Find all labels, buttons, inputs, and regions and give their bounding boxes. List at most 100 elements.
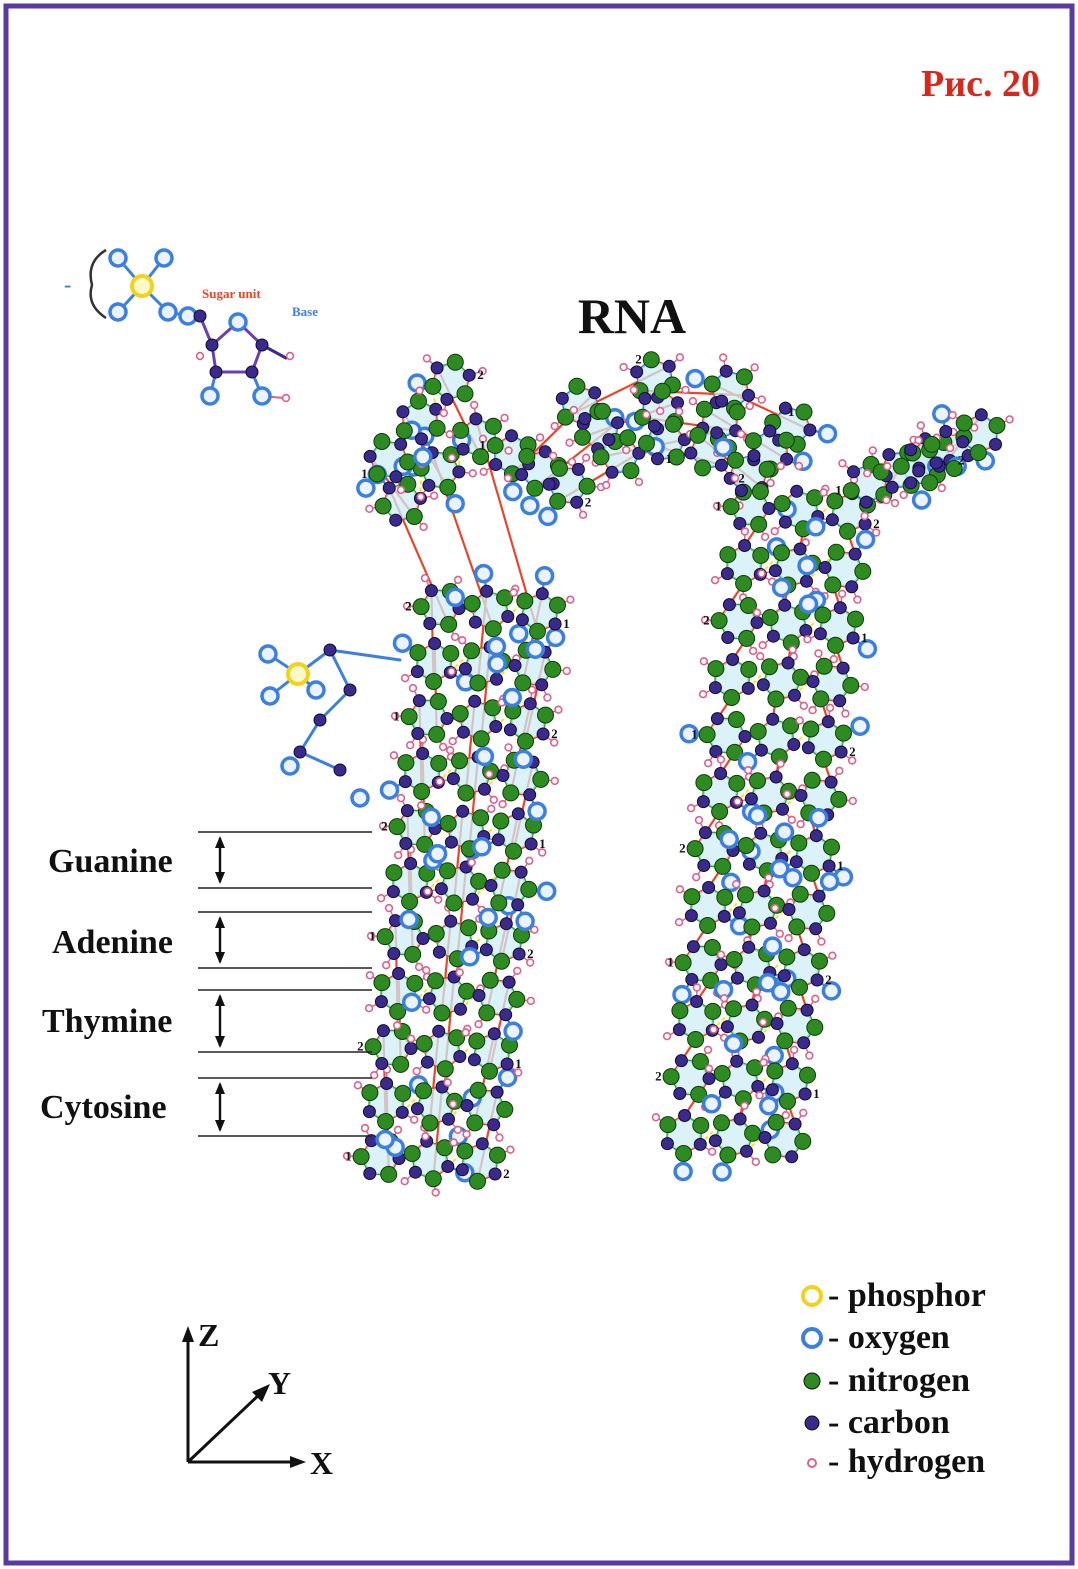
hydrogen-atom <box>814 649 823 658</box>
hydrogen-atom <box>709 1025 718 1034</box>
carbon-atom <box>674 1054 688 1068</box>
hydrogen-atom <box>581 453 591 462</box>
base-labels: Guanine Adenine Thymine Cytosine <box>40 831 372 1137</box>
nitrogen-atom <box>445 894 463 912</box>
nitrogen-atom <box>659 1116 677 1134</box>
carbon-atom <box>460 1099 474 1112</box>
hydrogen-atom <box>759 1058 768 1067</box>
nitrogen-atom <box>835 724 852 742</box>
carbon-atom <box>766 629 780 643</box>
carbon-atom <box>763 424 777 438</box>
oxygen-atom <box>460 947 480 967</box>
hydrogen-atom <box>675 353 685 362</box>
oxygen-atom <box>855 529 876 550</box>
carbon-atom <box>499 1008 513 1022</box>
thymine-arrowhead-up <box>215 994 225 1006</box>
oxygen-atom <box>445 587 465 608</box>
hydrogen-atom <box>414 962 424 972</box>
carbon-atom <box>255 338 269 352</box>
nitrogen-atom <box>687 1031 705 1048</box>
hydrogen-atom <box>675 885 685 894</box>
carbon-atom <box>769 770 783 784</box>
nitrogen-atom <box>719 546 737 564</box>
nitrogen-atom <box>508 990 526 1008</box>
nitrogen-atom <box>761 658 778 676</box>
nitrogen-atom <box>460 919 478 937</box>
carbon-atom <box>824 775 838 789</box>
nitrogen-atom <box>727 451 744 469</box>
hydrogen-atom <box>382 960 391 970</box>
hydrogen-atom <box>733 797 742 806</box>
nitrogen-atom <box>735 368 753 386</box>
hydrogen-atom <box>504 743 513 752</box>
carbon-atom <box>799 624 813 637</box>
carbon-atom <box>410 1102 424 1116</box>
carbon-atom <box>714 767 728 780</box>
hydrogen-atom <box>342 1151 352 1161</box>
nitrogen-atom <box>442 644 460 662</box>
hydrogen-atom <box>710 575 720 585</box>
carbon-atom <box>611 416 624 430</box>
nitrogen-atom <box>574 428 591 446</box>
carbon-atom <box>440 712 454 725</box>
hydrogen-atom <box>364 1003 374 1013</box>
hydrogen-atom <box>736 429 746 439</box>
carbon-atom <box>710 712 724 726</box>
carbon-atom <box>794 789 808 802</box>
hydrogen-atom <box>431 1188 440 1197</box>
hydrogen-atom <box>712 501 722 511</box>
hydrogen-atom <box>862 469 872 478</box>
hydrogen-atom <box>655 406 665 416</box>
nitrogen-atom <box>779 999 797 1017</box>
right-strand-hydrogen-bond <box>747 665 771 690</box>
oxygen-atom <box>228 312 248 332</box>
nitrogen-atom <box>777 431 795 449</box>
nitrogen-atom <box>409 644 427 662</box>
carbon-atom <box>697 859 711 872</box>
oxygen-atom <box>719 829 739 850</box>
right-strand-bond-number: 1 <box>691 727 698 742</box>
carbon-atom <box>452 465 466 479</box>
hydrogen-atom <box>417 801 426 810</box>
oxygen-atom <box>758 973 778 993</box>
hydrogen-atom <box>795 716 804 725</box>
hydrogen-atom <box>400 1176 409 1186</box>
nitrogen-atom <box>457 784 475 802</box>
hydrogen-atom <box>642 410 651 419</box>
nitrogen-atom <box>728 403 746 421</box>
carbon-atom <box>785 1057 799 1071</box>
oxygen-atom <box>534 566 555 586</box>
carbon-atom <box>440 392 454 406</box>
oxygen-atom <box>798 594 819 614</box>
carbon-atom <box>515 613 529 627</box>
hydrogen-atom <box>393 1125 403 1135</box>
nitrogen-atom <box>478 1004 496 1022</box>
hydrogen-atom <box>487 804 496 813</box>
carbon-atom <box>793 542 807 556</box>
carbon-atom <box>719 364 733 378</box>
phosphor-atom <box>130 274 154 298</box>
hydrogen-atom <box>700 615 710 625</box>
left-strand-hydrogen-bond <box>437 759 461 784</box>
nitrogen-atom <box>714 857 732 875</box>
hydrogen-atom <box>811 994 820 1003</box>
nitrogen-atom <box>773 544 790 562</box>
nitrogen-atom <box>373 974 391 992</box>
oxygen-atom <box>401 992 422 1012</box>
hydrogen-atom <box>757 569 766 578</box>
nitrogen-atom <box>425 673 443 690</box>
carbon-atom <box>548 617 562 631</box>
carbon-atom <box>726 653 740 666</box>
hydrogen-atom <box>752 987 761 996</box>
carbon-atom <box>698 826 712 840</box>
nitrogen-atom <box>761 609 779 626</box>
carbon-atom <box>797 1036 811 1050</box>
carbon-atom <box>766 712 780 726</box>
base-label: Base <box>292 304 318 319</box>
oxygen-atom <box>771 981 791 1002</box>
carbon-atom <box>974 408 988 422</box>
hydrogen-atom <box>281 393 291 403</box>
oxygen-atom <box>392 633 413 653</box>
left-strand-hydrogen-bond <box>401 1089 425 1114</box>
